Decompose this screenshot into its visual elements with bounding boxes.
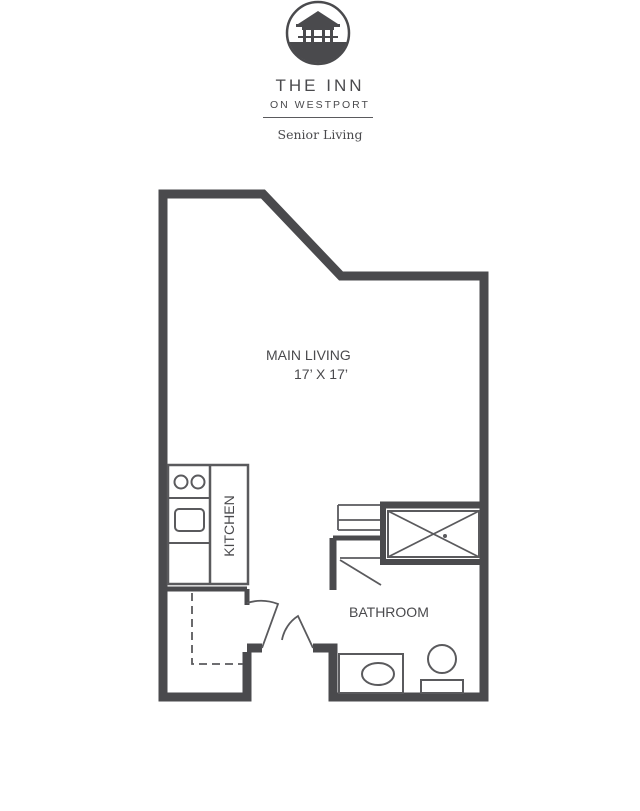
bathroom-vanity bbox=[338, 653, 404, 694]
gazebo-icon bbox=[285, 0, 351, 66]
stove-burner bbox=[190, 474, 206, 490]
main-living-dimensions: 17’ X 17’ bbox=[294, 366, 348, 382]
brand-tagline: Senior Living bbox=[277, 127, 363, 142]
toilet bbox=[420, 644, 464, 694]
shower bbox=[387, 510, 480, 558]
kitchen-counter bbox=[166, 463, 250, 586]
stove-burner bbox=[173, 474, 189, 490]
brand-subtitle: ON WESTPORT bbox=[270, 99, 370, 111]
closet-outline bbox=[191, 593, 243, 665]
exterior-wall bbox=[158, 189, 489, 702]
brand-header: THE INN ON WESTPORT Senior Living bbox=[0, 0, 640, 160]
door-swing bbox=[246, 599, 280, 649]
shower-drain bbox=[443, 534, 447, 538]
brand-divider bbox=[263, 117, 373, 118]
brand-title: THE INN bbox=[275, 76, 365, 95]
bathroom-door-swing bbox=[339, 559, 382, 586]
kitchen-sink bbox=[174, 508, 205, 532]
kitchen-label: KITCHEN bbox=[221, 495, 237, 557]
door-swing bbox=[281, 614, 314, 649]
bathroom-label: BATHROOM bbox=[349, 604, 429, 620]
main-living-label: MAIN LIVING bbox=[266, 347, 351, 363]
